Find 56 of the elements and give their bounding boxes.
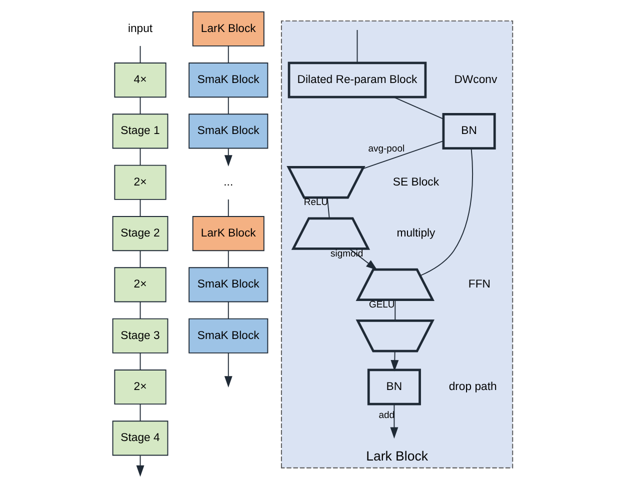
- connector: [139, 148, 140, 166]
- connector: [326, 197, 330, 219]
- arrow: [224, 148, 232, 167]
- label: FFN: [468, 278, 490, 291]
- node-box: LarK Block: [192, 216, 264, 252]
- edge-label: add: [378, 410, 394, 421]
- node-trapezoid: [286, 166, 365, 199]
- node-box: SmaK Block: [188, 62, 268, 98]
- edge-label: GELU: [368, 299, 394, 310]
- connector: [227, 96, 228, 114]
- connector: [356, 30, 358, 64]
- connector: [227, 198, 228, 217]
- node-box: SmaK Block: [188, 267, 268, 302]
- label: multiply: [396, 227, 435, 240]
- connector: [227, 301, 228, 320]
- node-box: LarK Block: [192, 11, 264, 46]
- arrow: [136, 455, 144, 477]
- node-box: SmaK Block: [188, 114, 268, 149]
- connector: [227, 46, 228, 64]
- connector: [139, 250, 140, 268]
- node-box: Stage 2: [112, 216, 168, 252]
- node-box: BN: [442, 112, 496, 150]
- node-box: Stage 3: [112, 318, 168, 354]
- arrow: [390, 404, 398, 439]
- node-text: input: [127, 22, 152, 35]
- node-box: Stage 4: [112, 420, 168, 456]
- connector: [139, 404, 140, 422]
- label: DWconv: [454, 74, 497, 86]
- connector: [139, 352, 140, 370]
- connector: [139, 96, 140, 114]
- node-box: 2×: [114, 267, 166, 302]
- node-text: ...: [223, 176, 233, 188]
- connector: [139, 301, 140, 320]
- label: SE Block: [392, 176, 439, 188]
- node-box: 4×: [114, 62, 166, 98]
- node-trapezoid: [290, 217, 370, 250]
- edge-label: avg-pool: [368, 144, 404, 155]
- node-box: Stage 1: [112, 114, 168, 149]
- label: drop path: [448, 380, 496, 393]
- connector: [392, 96, 444, 120]
- connector: [362, 140, 444, 170]
- connector: [139, 46, 140, 64]
- connector: [394, 299, 396, 321]
- node-trapezoid: [355, 268, 434, 302]
- node-box: Dilated Re-param Block: [287, 62, 426, 98]
- edge-label: ReLU: [303, 197, 328, 208]
- node-box: SmaK Block: [188, 318, 268, 354]
- arrow: [390, 350, 398, 372]
- node-box: 2×: [114, 164, 166, 200]
- connector: [227, 250, 228, 268]
- node-trapezoid: [355, 320, 434, 352]
- node-box: 2×: [114, 370, 166, 405]
- arrow: [224, 352, 232, 388]
- node-box: BN: [366, 368, 420, 406]
- connector: [419, 148, 473, 276]
- connector: [139, 198, 140, 217]
